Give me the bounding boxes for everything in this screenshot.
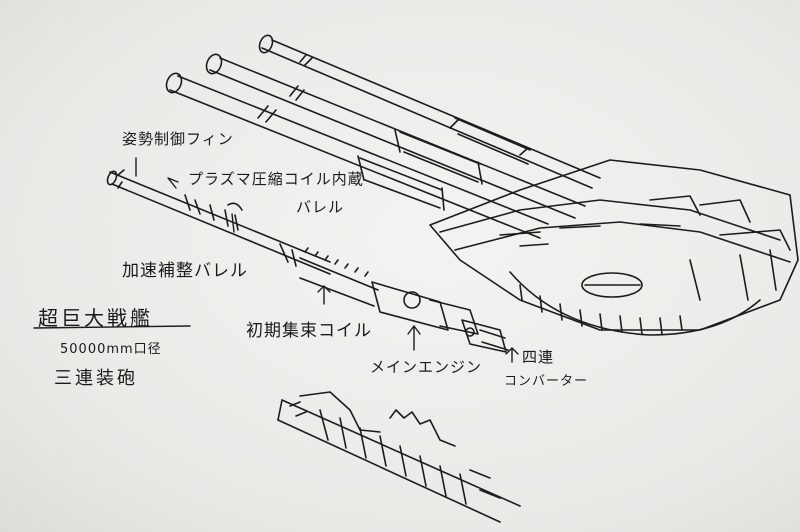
triple-turret-drawing [165,34,799,336]
label-quad-converter-line1: 四連 [522,348,555,366]
label-main-engine: メインエンジン [370,358,483,376]
label-plasma-coil-barrel-line2: バレル [296,198,345,216]
title-line1: 超巨大戦艦 [38,306,153,330]
label-acceleration-barrel: 加速補整バレル [122,261,248,281]
title-line2: 50000mm口径 [60,342,162,357]
annotation-arrows [135,157,519,363]
exploded-barrel-drawing [106,169,509,353]
label-attitude-control-fin: 姿勢制御フィン [122,130,234,148]
ship-sideview-drawing [277,391,521,523]
title-line3: 三連装砲 [54,368,138,389]
title-underline [33,325,191,329]
label-quad-converter-line2: コンバーター [504,374,589,389]
label-plasma-coil-barrel-line1: プラズマ圧縮コイル内蔵 [188,170,364,188]
label-initial-focus-coil: 初期集束コイル [246,321,372,341]
